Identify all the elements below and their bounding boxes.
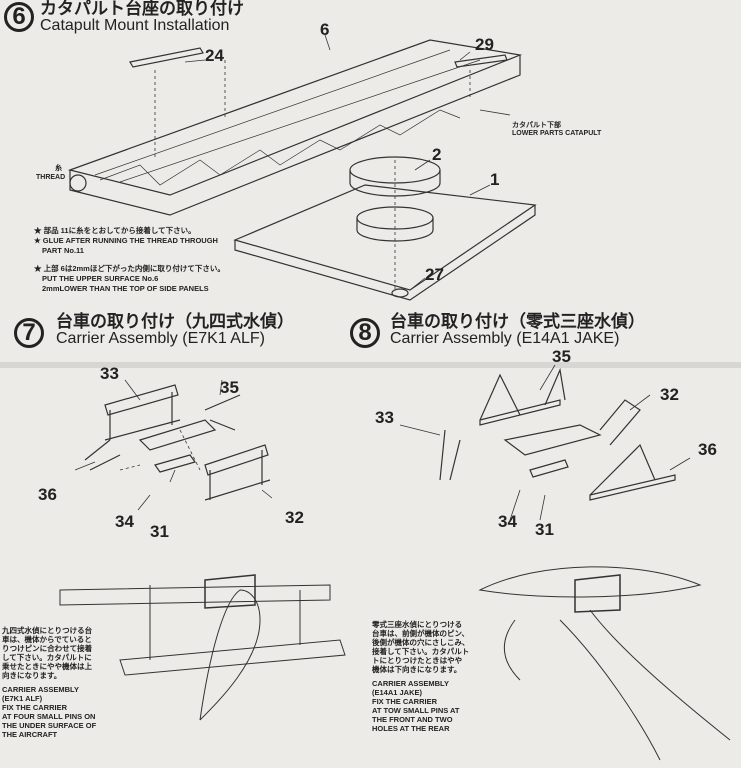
part-label-24: 24 [205,46,224,65]
part-label-32: 32 [285,508,304,527]
note-thread-en-1: ★ GLUE AFTER RUNNING THE THREAD THROUGH [34,236,218,245]
step-7-note: 九四式水偵にとりつける台 車は、機体からでていると りつけピンに合わせて接着 し… [2,626,96,739]
note-surface-jp: ★ 上部 6は2mmほど下がった内側に取り付けて下さい。 [34,264,225,273]
part-label-2: 2 [432,145,442,164]
note-jp-line: 台車は、前側が機体のピン、 [372,629,470,638]
note-en-line: AT TOW SMALL PINS AT [372,706,460,715]
lower-parts-label-en: LOWER PARTS CATAPULT [512,130,602,137]
note-en-line: (E14A1 JAKE) [372,688,423,697]
part-label-6: 6 [320,20,330,39]
note-surface-en-1: PUT THE UPPER SURFACE No.6 [42,274,159,283]
part-label-32: 32 [660,385,679,404]
part-label-31: 31 [535,520,554,539]
note-en-line: HOLES AT THE REAR [372,724,450,733]
note-en-line: FIX THE CARRIER [2,703,68,712]
note-en-line: THE AIRCRAFT [2,730,58,739]
note-jp-line: 車は、機体からでていると [2,635,92,644]
note-jp-line: 接着して下さい。カタパルト [372,647,470,656]
note-jp-line: りつけピンに合わせて接着 [2,644,93,653]
part-label-33: 33 [375,408,394,427]
part-label-1: 1 [490,170,500,189]
part-label-35: 35 [552,347,571,366]
part-label-27: 27 [425,265,444,284]
step-6-notes: ★ 部品 11に糸をとおしてから接着して下さい。 ★ GLUE AFTER RU… [34,226,225,294]
step-8-title-jp: 台車の取り付け（零式三座水偵） [390,312,645,331]
catapult-drawing [67,39,523,216]
step-6-title-en: Catapult Mount Installation [40,17,230,34]
step-7-title-jp: 台車の取り付け（九四式水偵） [56,312,294,331]
note-en-line: CARRIER ASSEMBLY [372,679,449,688]
note-en-line: CARRIER ASSEMBLY [2,685,79,694]
note-jp-line: トにとりつけたときはやや [372,656,463,665]
step-7-title-en: Carrier Assembly (E7K1 ALF) [56,330,265,347]
note-jp-line: して下さい。カタパルトに [2,653,92,662]
part-label-31: 31 [150,522,169,541]
part-label-34: 34 [115,512,134,531]
part-label-29: 29 [475,35,494,54]
note-thread-jp: ★ 部品 11に糸をとおしてから接着して下さい。 [34,226,196,235]
note-jp-line: 零式三座水偵にとりつける [372,620,463,629]
carrier-e7k1-parts [84,384,271,501]
note-en-line: FIX THE CARRIER [372,697,438,706]
thread-label-en: THREAD [36,174,66,181]
aircraft-e14a1-drawing [478,566,731,761]
note-surface-en-2: 2mmLOWER THAN THE TOP OF SIDE PANELS [42,284,209,293]
carrier-e14a1-parts [439,367,676,501]
part-label-36: 36 [38,485,57,504]
step-6-title-jp: カタパルト台座の取り付け [40,0,244,18]
part-label-36: 36 [698,440,717,459]
note-jp-line: 機体は下向きになります。 [372,665,462,674]
step-6-number: 6 [4,2,34,32]
thread-label-jp: 糸 [55,165,62,172]
note-en-line: THE FRONT AND TWO [372,715,453,724]
base-drawing [233,156,537,301]
step-8-number: 8 [350,318,380,348]
lower-parts-label-jp: カタパルト下部 [512,122,561,129]
note-thread-en-2: PART No.11 [42,246,84,255]
note-jp-line: 九四式水偵にとりつける台 [2,626,93,635]
note-jp-line: 後側が機体の穴にさしこみ、 [372,638,470,647]
note-jp-line: 向きになります。 [2,671,62,680]
part-label-35: 35 [220,378,239,397]
note-en-line: (E7K1 ALF) [2,694,43,703]
note-en-line: THE UNDER SURFACE OF [2,721,97,730]
note-en-line: AT FOUR SMALL PINS ON [2,712,96,721]
note-jp-line: 乗せたときにやや機体は上 [2,662,92,671]
step-7-number: 7 [14,318,44,348]
part-label-33: 33 [100,364,119,383]
step-8-title-en: Carrier Assembly (E14A1 JAKE) [390,330,620,347]
step-8-note: 零式三座水偵にとりつける 台車は、前側が機体のピン、 後側が機体の穴にさしこみ、… [372,620,469,733]
part-label-34: 34 [498,512,517,531]
aircraft-e7k1-drawing [59,574,346,721]
page-fold [0,362,741,368]
